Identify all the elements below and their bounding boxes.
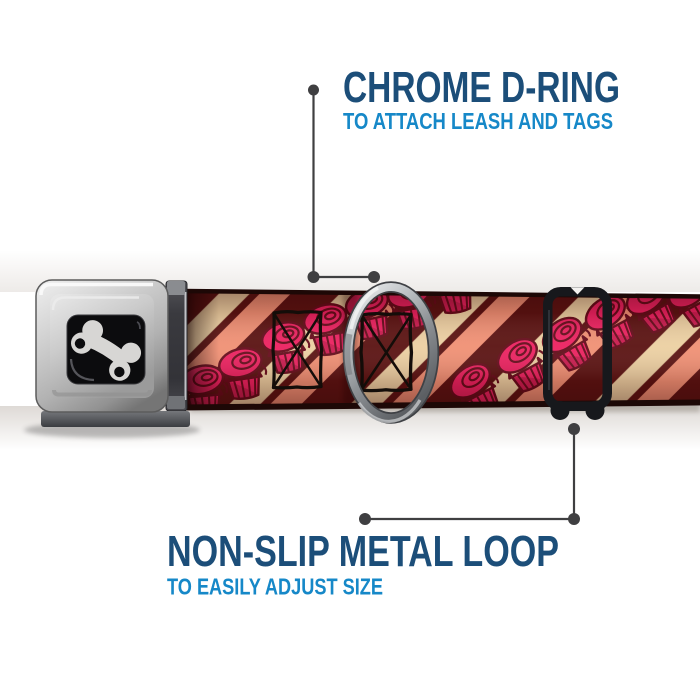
svg-text:TO ATTACH LEASH AND TAGS: TO ATTACH LEASH AND TAGS: [343, 108, 613, 134]
svg-text:TO EASILY ADJUST SIZE: TO EASILY ADJUST SIZE: [167, 573, 383, 599]
svg-text:NON-SLIP METAL LOOP: NON-SLIP METAL LOOP: [167, 528, 559, 576]
svg-text:CHROME D-RING: CHROME D-RING: [343, 64, 620, 112]
